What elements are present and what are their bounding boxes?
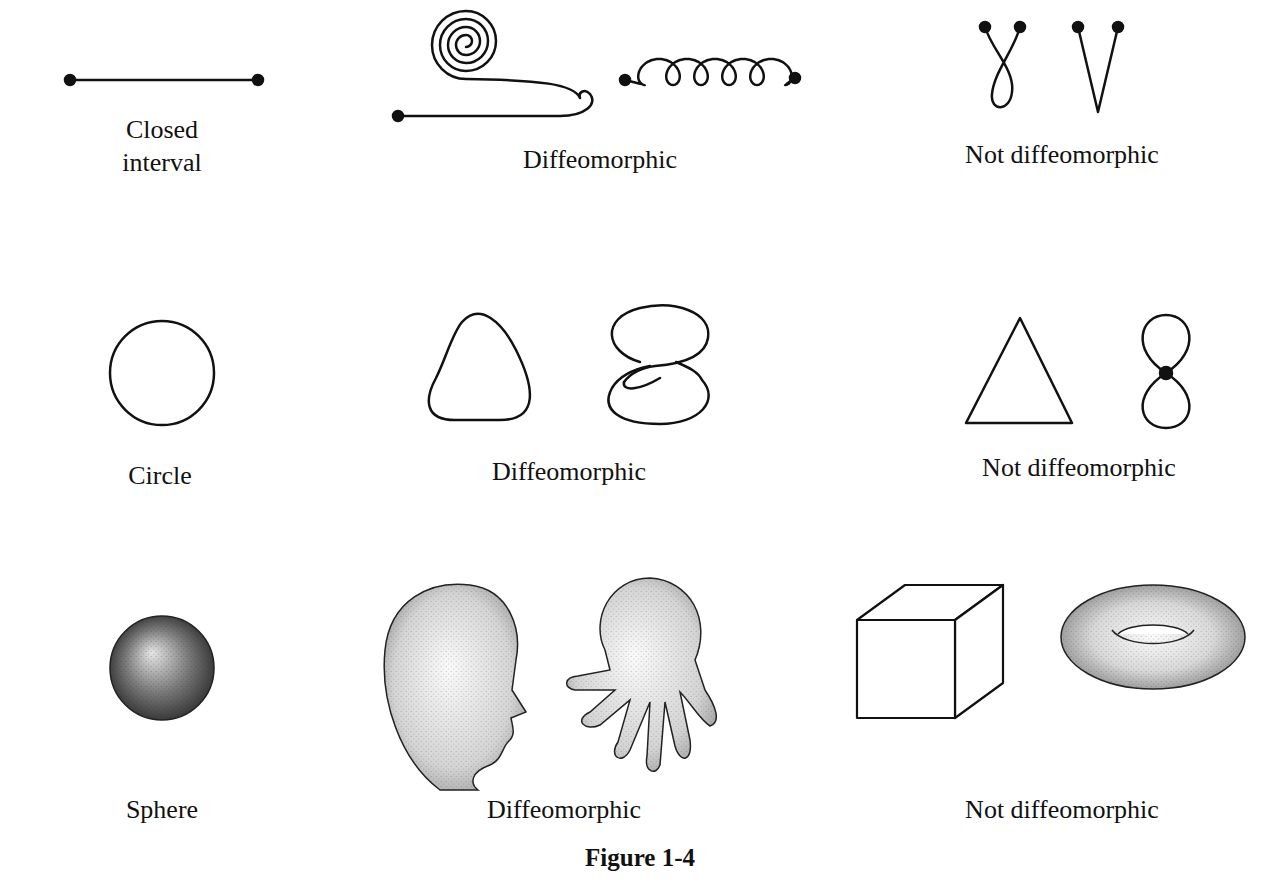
endpoint-dot	[393, 111, 403, 121]
figure-eight	[1143, 315, 1190, 428]
endpoint-dot	[253, 75, 263, 85]
cube-front	[857, 620, 955, 718]
figure-label: Circle	[128, 460, 192, 493]
figure-label: Diffeomorphic	[492, 456, 646, 489]
endpoint-dot	[65, 75, 75, 85]
crossing-dot	[1160, 367, 1172, 379]
head-surface	[384, 584, 526, 790]
cube-side	[955, 585, 1003, 718]
endpoint-dot	[1015, 22, 1025, 32]
endpoint-dot	[620, 75, 630, 85]
endpoint-dot	[1113, 22, 1123, 32]
torus-hole	[1118, 625, 1188, 634]
head-stipple	[384, 584, 526, 790]
figure-caption: Figure 1-4	[585, 842, 695, 873]
circle-curve	[110, 321, 214, 425]
figure-label: Closed interval	[102, 114, 222, 179]
looped-curve	[985, 27, 1020, 107]
knotted-curve	[609, 362, 709, 424]
endpoint-dot	[1073, 22, 1083, 32]
torus	[1061, 585, 1245, 689]
torus-stipple	[1061, 585, 1245, 689]
figure-label: Not diffeomorphic	[982, 452, 1176, 485]
figure-label: Diffeomorphic	[523, 144, 677, 177]
endpoint-dot	[790, 73, 800, 83]
figure-label: Sphere	[126, 794, 198, 827]
coil-curve	[625, 59, 795, 85]
figure-label: Not diffeomorphic	[965, 139, 1159, 172]
rounded-triangle	[429, 314, 530, 420]
figure-label: Not diffeomorphic	[965, 794, 1159, 827]
spiral-curve	[398, 11, 592, 116]
endpoint-dot	[980, 22, 990, 32]
v-curve	[1078, 27, 1118, 112]
sphere	[110, 616, 214, 720]
octopus-stipple	[567, 578, 717, 771]
figure-label: Diffeomorphic	[487, 794, 641, 827]
torus-hole-edge	[1112, 630, 1194, 644]
triangle	[966, 318, 1072, 423]
sphere-stipple	[110, 616, 214, 720]
knotted-curve	[624, 378, 660, 388]
interval-line	[70, 79, 258, 82]
octopus-surface	[567, 578, 717, 771]
